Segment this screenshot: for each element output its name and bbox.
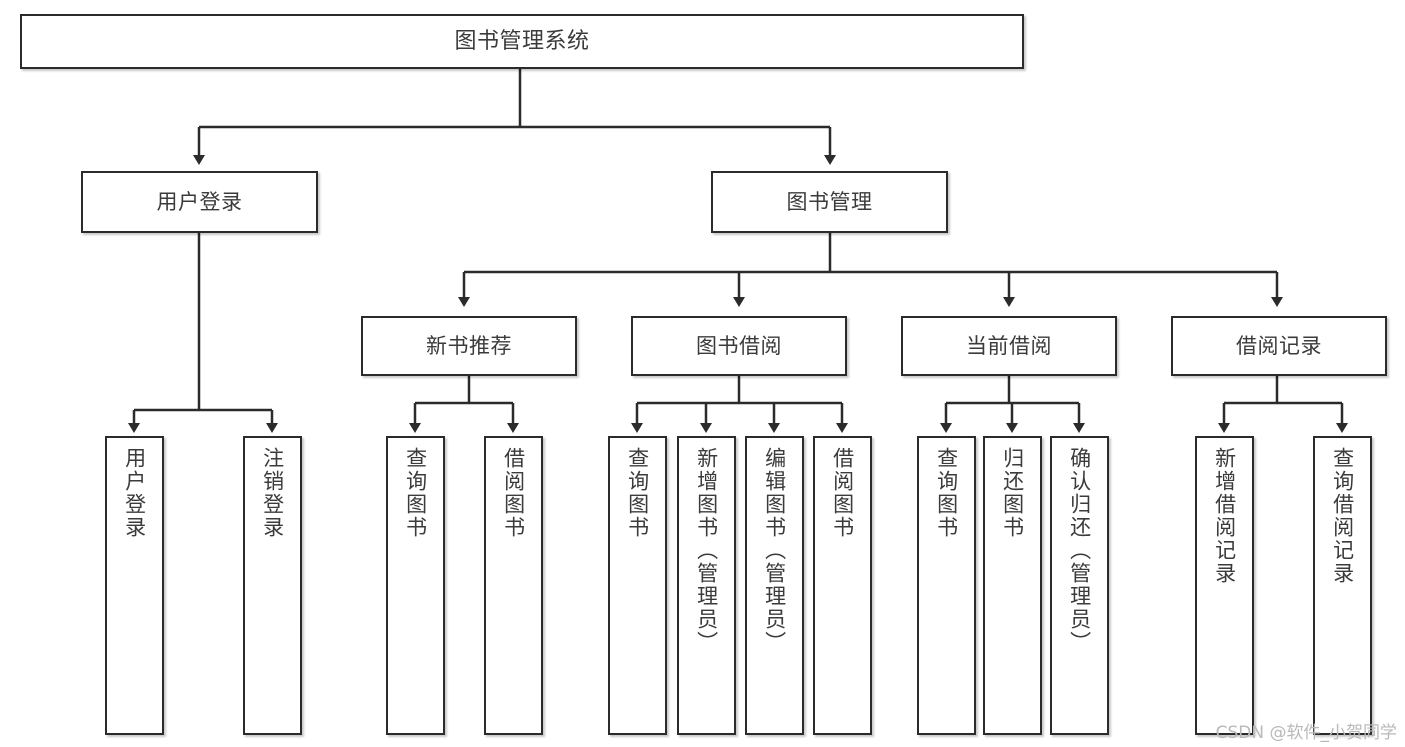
leaf-borrow-add-book[interactable]: 新增图书（管理员） (677, 436, 736, 735)
node-book-management[interactable]: 图书管理 (711, 171, 948, 233)
node-label: 编辑图书（管理员） (762, 447, 787, 654)
node-root-system[interactable]: 图书管理系统 (20, 14, 1024, 69)
leaf-record-add-record[interactable]: 新增借阅记录 (1195, 436, 1254, 735)
node-label: 查询图书 (934, 447, 959, 539)
node-label: 查询图书 (403, 447, 428, 539)
node-label: 当前借阅 (966, 333, 1052, 358)
node-label: 查询图书 (625, 447, 650, 539)
node-borrow-record[interactable]: 借阅记录 (1171, 316, 1387, 376)
node-label: 注销登录 (260, 447, 285, 539)
leaf-new-book-borrow[interactable]: 借阅图书 (484, 436, 543, 735)
leaf-current-return-book[interactable]: 归还图书 (983, 436, 1042, 735)
watermark-text: CSDN @软件_小贺同学 (1215, 723, 1397, 743)
leaf-new-book-query[interactable]: 查询图书 (386, 436, 445, 735)
node-label: 借阅图书 (501, 447, 526, 539)
node-label: 查询借阅记录 (1330, 447, 1355, 585)
node-label: 新增图书（管理员） (694, 447, 719, 654)
node-book-borrow[interactable]: 图书借阅 (631, 316, 847, 376)
node-label: 新书推荐 (426, 333, 512, 358)
node-user-login[interactable]: 用户登录 (81, 171, 318, 233)
node-label: 用户登录 (122, 447, 147, 539)
leaf-user-login-logout[interactable]: 注销登录 (243, 436, 302, 735)
node-current-borrow[interactable]: 当前借阅 (901, 316, 1117, 376)
node-label: 新增借阅记录 (1212, 447, 1237, 585)
node-label: 图书借阅 (696, 333, 782, 358)
leaf-borrow-borrow-book[interactable]: 借阅图书 (813, 436, 872, 735)
node-label: 图书管理 (786, 189, 873, 214)
node-label: 图书管理系统 (454, 28, 590, 54)
node-label: 归还图书 (1000, 447, 1025, 539)
leaf-current-query-book[interactable]: 查询图书 (917, 436, 976, 735)
node-label: 用户登录 (156, 189, 243, 214)
node-label: 借阅记录 (1236, 333, 1322, 358)
leaf-user-login-login[interactable]: 用户登录 (105, 436, 164, 735)
node-label: 确认归还（管理员） (1067, 447, 1092, 654)
leaf-current-confirm-return[interactable]: 确认归还（管理员） (1050, 436, 1109, 735)
leaf-borrow-query-book[interactable]: 查询图书 (608, 436, 667, 735)
node-new-book-recommend[interactable]: 新书推荐 (361, 316, 577, 376)
leaf-record-query-record[interactable]: 查询借阅记录 (1313, 436, 1372, 735)
leaf-borrow-edit-book[interactable]: 编辑图书（管理员） (745, 436, 804, 735)
node-label: 借阅图书 (830, 447, 855, 539)
